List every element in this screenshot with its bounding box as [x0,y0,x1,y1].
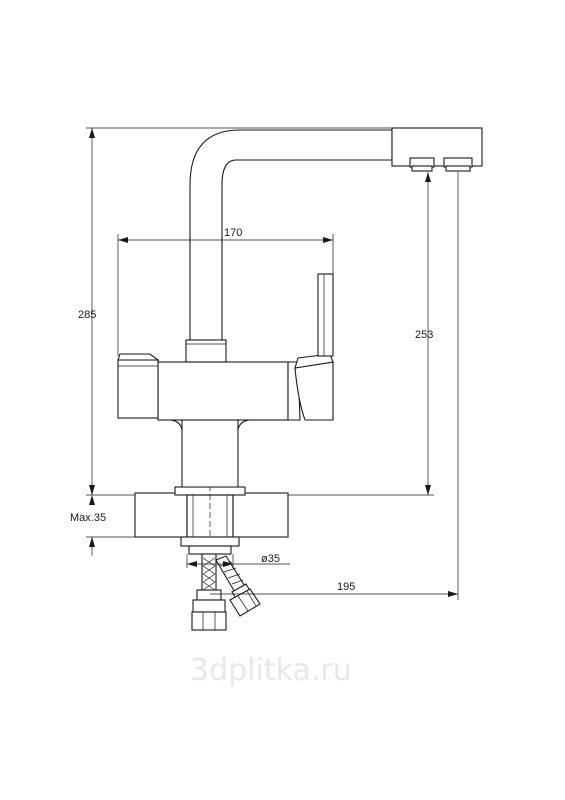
countertop [134,492,289,538]
dim-body-width [117,234,334,356]
watermark-text: 3dplitka.ru [190,653,352,688]
dim-spout-height [288,172,434,496]
dim-spout-reach-label: 195 [337,581,355,593]
dim-total-height-label: 285 [78,309,96,321]
dim-deck-thickness-label: Max.35 [70,512,106,524]
side-lever [317,273,334,357]
faucet-base [161,419,259,488]
dim-hole-diameter-label: ø35 [261,553,280,565]
dim-body-width-label: 170 [224,227,242,239]
dim-total-height [86,127,392,496]
dim-spout-height-label: 253 [415,329,433,341]
dim-deck-thickness [86,495,135,556]
dim-hole-diameter [186,554,290,568]
mounting-shank [174,440,246,565]
spout-head [391,127,483,172]
faucet-body [117,353,334,421]
spout-column [185,129,393,363]
dim-spout-reach [210,172,459,600]
supply-hoses [191,553,261,631]
